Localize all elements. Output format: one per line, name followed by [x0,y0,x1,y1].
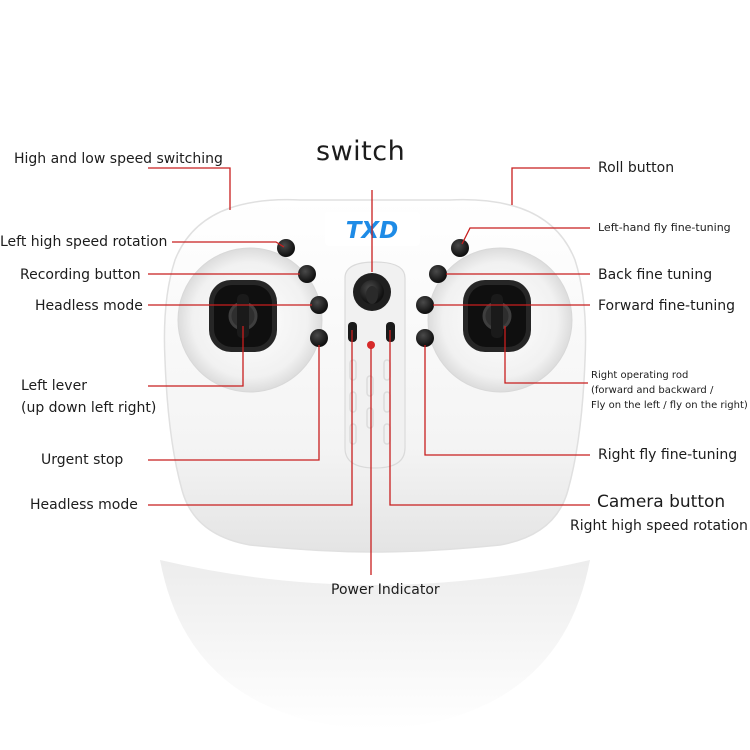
right-fly-fine-tuning-button[interactable] [416,329,434,347]
label-left-high-speed-rotation: Left high speed rotation [0,234,168,250]
label-recording-button: Recording button [20,267,141,283]
label-right-fly-fine-tuning: Right fly fine-tuning [598,447,738,463]
switch-title: switch [316,136,406,167]
left-high-speed-rotation-button[interactable] [277,239,295,257]
headless-mode-button[interactable] [310,296,328,314]
label-right-high-speed-rotation: Right high speed rotation [570,518,748,534]
label-camera-button: Camera button [597,492,726,512]
forward-fine-tuning-button[interactable] [416,296,434,314]
back-fine-tuning-button[interactable] [429,265,447,283]
urgent-stop-button[interactable] [310,329,328,347]
label-left-lever-1: Left lever [21,378,87,394]
power-switch[interactable] [353,273,391,311]
label-headless-mode-top: Headless mode [35,298,143,314]
label-right-rod-1: Right operating rod [591,370,689,381]
label-left-hand-fine-tuning: Left-hand fly fine-tuning [598,221,731,234]
label-right-rod-3: Fly on the left / fly on the right) [591,400,748,411]
reflection [160,560,590,730]
label-power-indicator: Power Indicator [331,582,440,598]
label-urgent-stop: Urgent stop [41,452,124,468]
label-right-rod-2: (forward and backward / [591,385,714,396]
label-high-low-speed: High and low speed switching [14,151,223,167]
recording-button[interactable] [298,265,316,283]
label-headless-mode-bottom: Headless mode [30,497,138,513]
label-roll-button: Roll button [598,160,675,176]
label-back-fine-tuning: Back fine tuning [598,267,713,283]
left-hand-fine-tuning-button[interactable] [451,239,469,257]
right-joystick[interactable] [463,280,531,352]
power-indicator-led [367,341,375,349]
leader-lines [148,167,590,575]
label-forward-fine-tuning: Forward fine-tuning [598,298,735,314]
label-left-lever-2: (up down left right) [21,400,157,416]
